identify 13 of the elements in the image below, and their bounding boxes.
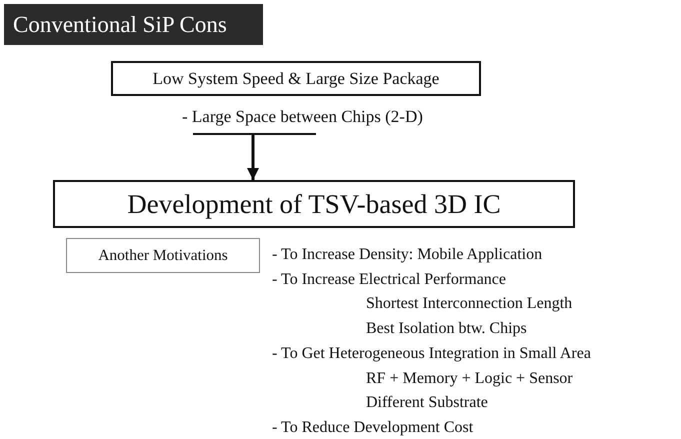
bullet-text: - To Reduce Development Cost	[272, 418, 474, 438]
problem-box: Low System Speed & Large Size Package	[111, 61, 481, 96]
goal-box: Development of TSV-based 3D IC	[53, 180, 575, 228]
bullet-text: - To Increase Density: Mobile Application	[272, 245, 542, 265]
bullet-text: RF + Memory + Logic + Sensor	[366, 368, 573, 388]
edge-label: - Large Space between Chips (2-D)	[182, 107, 423, 127]
bullet-text: Shortest Interconnection Length	[366, 294, 572, 314]
bullet-text: - To Get Heterogeneous Integration in Small Area	[272, 344, 591, 364]
bullet-text: Different Substrate	[366, 393, 488, 414]
bullet-text: Best Isolation btw. Chips	[366, 319, 527, 340]
motivation-box: Another Motivations	[66, 238, 260, 273]
title-banner: Conventional SiP Cons	[4, 4, 263, 45]
bullet-text: - To Increase Electrical Performance	[272, 270, 506, 290]
